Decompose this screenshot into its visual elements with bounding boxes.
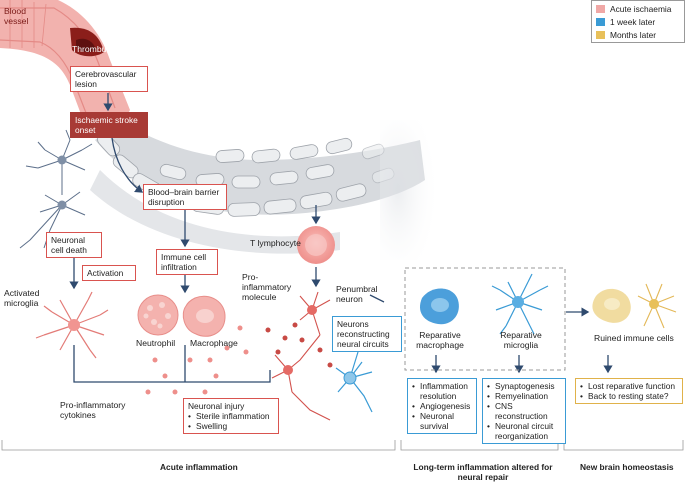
label-activated-microglia: Activated microglia (4, 288, 40, 308)
macrophage-effect-item: Angiogenesis (412, 401, 472, 411)
neuron-soma-1 (57, 155, 67, 165)
box-neuronal-cell-death: Neuronal cell death (46, 232, 102, 258)
label-pro-inflammatory-cytokines: Pro-inflammatory cytokines (60, 400, 126, 420)
section-acute-inflammation: Acute inflammation (160, 462, 238, 472)
blood-vessel (0, 0, 130, 130)
swatch-gold-icon (596, 31, 605, 39)
microglia-effect-item: Remyelination (487, 391, 561, 401)
label-ruined-immune-cells: Ruined immune cells (594, 333, 674, 343)
box-microglia-effects: Synaptogenesis Remyelination CNS reconst… (482, 378, 566, 444)
box-neurons-reconstructing: Neurons reconstructing neural circuits (332, 316, 402, 352)
label-reparative-macrophage: Reparative macrophage (416, 330, 464, 350)
legend-item-months: Months later (596, 30, 656, 40)
activated-microglia-cell (35, 291, 109, 359)
box-homeostasis-effects: Lost reparative function Back to resting… (575, 378, 683, 404)
penumbral-neuron-cell (271, 291, 331, 421)
neuron-group-left (19, 129, 93, 249)
label-pro-inflammatory-molecule: Pro-inflammatory molecule (242, 272, 292, 302)
box-ischaemic-stroke-onset: Ischaemic stroke onset (70, 112, 148, 138)
label-penumbral-neuron: Penumbral neuron (336, 284, 378, 304)
neuronal-injury-title: Neuronal injury (188, 401, 245, 411)
timeline-brackets (1, 440, 684, 451)
label-t-lymphocyte: T lymphocyte (250, 238, 301, 248)
section-long-term-inflammation: Long-term inflammation altered for neura… (413, 462, 553, 482)
swatch-blue-icon (596, 18, 605, 26)
neuron-soma-2 (57, 200, 67, 210)
neuronal-injury-item: Swelling (188, 421, 274, 431)
swatch-pink-icon (596, 5, 605, 13)
section-new-brain-homeostasis: New brain homeostasis (580, 462, 674, 472)
macrophage-effect-item: Neuronal survival (412, 411, 470, 431)
cytokine-dots (145, 325, 249, 395)
legend-item-acute: Acute ischaemia (596, 4, 671, 14)
box-activation: Activation (82, 265, 136, 281)
label-macrophage: Macrophage (190, 338, 238, 348)
microglia-effect-item: CNS reconstruction (487, 401, 561, 421)
long-term-region-box (404, 267, 566, 371)
label-reparative-microglia: Reparative microglia (500, 330, 542, 350)
macrophage-effect-item: Inflammation resolution (412, 381, 474, 401)
homeostasis-effect-item: Back to resting state? (580, 391, 678, 401)
reconstructing-neuron-cell (335, 351, 373, 413)
microglia-effect-item: Synaptogenesis (487, 381, 561, 391)
box-bbb-disruption: Blood–brain barrier disruption (143, 184, 227, 210)
microglia-effect-item: Neuronal circuit reorganization (487, 421, 569, 441)
box-immune-cell-infiltration: Immune cell infiltration (156, 249, 218, 275)
macrophage-cell (182, 295, 226, 337)
reparative-microglia-cell (491, 273, 549, 335)
box-cerebrovascular-lesion: Cerebrovascular lesion (70, 66, 148, 92)
legend: Acute ischaemia 1 week later Months late… (591, 0, 685, 43)
homeostasis-effect-item: Lost reparative function (580, 381, 678, 391)
label-blood-vessel: Blood vessel (4, 6, 29, 26)
neuronal-injury-item: Sterile inflammation (188, 411, 274, 421)
flow-arrows (69, 93, 613, 383)
box-neuronal-injury: Neuronal injury Sterile inflammation Swe… (183, 398, 279, 434)
box-macrophage-effects: Inflammation resolution Angiogenesis Neu… (407, 378, 477, 434)
label-thrombus: Thrombus (72, 44, 111, 54)
label-neutrophil: Neutrophil (136, 338, 176, 348)
reparative-macrophage-cell (419, 288, 459, 325)
molecule-dots (265, 322, 338, 368)
legend-item-week: 1 week later (596, 17, 655, 27)
neutrophil-cell (137, 294, 179, 336)
ruined-immune-cells (592, 283, 677, 329)
